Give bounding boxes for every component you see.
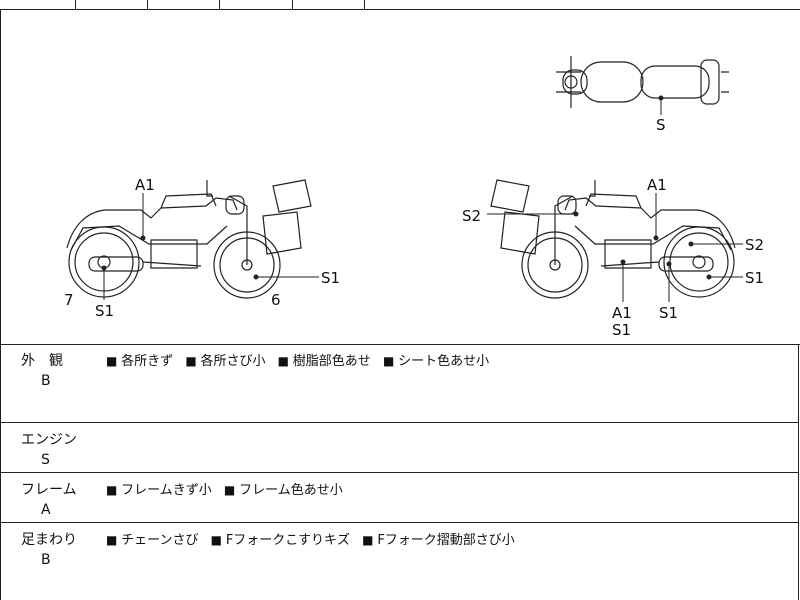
condition-item: Fフォークこすりキズ — [211, 533, 350, 548]
top-table-strip — [0, 0, 800, 10]
marker-left-s1-rear: S1 — [95, 302, 114, 320]
marker-right-a1-top: A1 — [647, 176, 667, 194]
condition-item: チェーンさび — [106, 533, 199, 548]
condition-item: フレーム色あせ小 — [224, 483, 343, 498]
condition-item: 各所さび小 — [185, 354, 265, 369]
row-suspension: 足まわり B チェーンさび Fフォークこすりキズ Fフォーク摺動部さび小 — [0, 523, 799, 600]
row-exterior: 外 観 B 各所きず 各所さび小 樹脂部色あせ シート色あせ小 — [0, 344, 799, 423]
marker-right-s1-bottom: S1 — [612, 321, 631, 339]
marker-top-s: S — [656, 116, 666, 134]
top-cell — [75, 0, 148, 9]
damage-diagram: A1 S1 S1 7 6 S A1 S2 S2 S1 A1 S1 S1 — [0, 9, 800, 345]
motorcycle-diagram-svg: A1 S1 S1 7 6 S A1 S2 S2 S1 A1 S1 S1 — [64, 56, 764, 339]
top-cell — [0, 0, 76, 9]
top-cell — [292, 0, 365, 9]
row-items: 各所きず 各所さび小 樹脂部色あせ シート色あせ小 — [106, 350, 497, 369]
marker-left-6: 6 — [271, 291, 281, 309]
motorcycle-right-view — [490, 179, 736, 299]
row-grade: B — [41, 373, 51, 389]
row-label: 外 観 — [21, 353, 63, 369]
row-frame: フレーム A フレームきず小 フレーム色あせ小 — [0, 473, 799, 523]
condition-item: Fフォーク摺動部さび小 — [362, 533, 515, 548]
top-cell — [147, 0, 220, 9]
marker-left-7: 7 — [64, 291, 74, 309]
marker-right-a1-bottom: A1 — [612, 304, 632, 322]
condition-item: シート色あせ小 — [383, 354, 489, 369]
marker-left-a1: A1 — [135, 176, 155, 194]
condition-item: 各所きず — [106, 354, 173, 369]
marker-right-s1-mid: S1 — [659, 304, 678, 322]
condition-item: フレームきず小 — [106, 483, 212, 498]
row-grade: B — [41, 552, 51, 568]
row-label: エンジン — [21, 432, 77, 448]
motorcycle-top-view — [556, 56, 729, 108]
marker-right-s1-right: S1 — [745, 269, 764, 287]
row-label: フレーム — [21, 482, 77, 498]
marker-right-s2-left: S2 — [462, 207, 481, 225]
top-cell — [219, 0, 293, 9]
condition-item: 樹脂部色あせ — [278, 354, 371, 369]
row-items: フレームきず小 フレーム色あせ小 — [106, 479, 351, 498]
row-grade: S — [41, 452, 50, 468]
marker-left-s1-front: S1 — [321, 269, 340, 287]
row-engine: エンジン S — [0, 423, 799, 473]
row-grade: A — [41, 502, 51, 518]
row-label: 足まわり — [21, 532, 77, 548]
row-items: チェーンさび Fフォークこすりキズ Fフォーク摺動部さび小 — [106, 529, 523, 548]
marker-right-s2-right: S2 — [745, 236, 764, 254]
